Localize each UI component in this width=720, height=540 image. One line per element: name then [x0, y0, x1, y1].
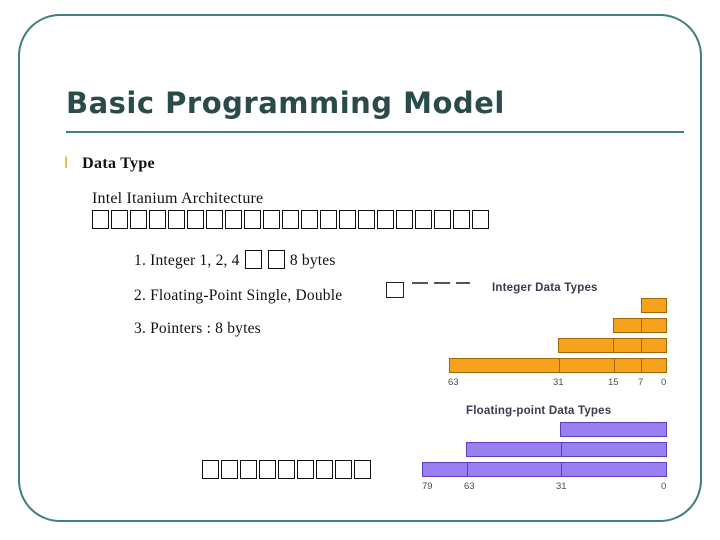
missing-glyph-icon — [358, 210, 375, 229]
float-bar-single — [560, 422, 667, 437]
subheading-architecture: Intel Itanium Architecture — [92, 190, 264, 207]
missing-glyph-icon — [377, 210, 394, 229]
list-item-text: 3. Pointers : 8 bytes — [134, 320, 261, 337]
dash-segment — [412, 282, 428, 284]
integer-bar-byte — [641, 298, 667, 313]
missing-glyph-row-bottom — [202, 460, 373, 479]
missing-glyph-icon — [202, 460, 219, 479]
integer-tick-7: 7 — [638, 377, 644, 388]
missing-glyph-icon — [111, 210, 128, 229]
float-tick-31: 31 — [556, 481, 567, 492]
page-title: Basic Programming Model — [66, 86, 505, 120]
missing-glyph-icon — [396, 210, 413, 229]
float-tick-0: 0 — [661, 481, 667, 492]
float-bar-extended — [422, 462, 667, 477]
missing-glyph-icon — [301, 210, 318, 229]
missing-glyph-icon — [244, 210, 261, 229]
missing-glyph-icon — [282, 210, 299, 229]
missing-glyph-icon — [278, 460, 295, 479]
data-types-diagram: Integer Data Types 63 31 15 7 0 Floating… — [408, 266, 698, 496]
integer-tick-15: 15 — [608, 377, 619, 388]
missing-glyph-icon — [339, 210, 356, 229]
floating-point-data-types-title: Floating-point Data Types — [466, 405, 612, 417]
dash-segment — [456, 282, 470, 284]
missing-glyph-icon — [415, 210, 432, 229]
missing-glyph-icon — [225, 210, 242, 229]
missing-glyph-icon — [316, 460, 333, 479]
missing-glyph-icon — [259, 460, 276, 479]
integer-tick-31: 31 — [553, 377, 564, 388]
list-item-text: 2. Floating-Point Single, Double — [134, 287, 343, 304]
slide-border — [18, 14, 702, 522]
integer-tick-0: 0 — [661, 377, 667, 388]
missing-glyph-icon — [149, 210, 166, 229]
list-item: 1. Integer 1, 2, 4 8 bytes — [134, 250, 336, 270]
integer-tick-63: 63 — [448, 377, 459, 388]
bullet-label: Data Type — [82, 155, 155, 172]
list-item: 3. Pointers : 8 bytes — [134, 320, 261, 338]
missing-glyph-icon — [267, 250, 285, 269]
integer-bar-word — [558, 338, 667, 353]
dash-segment — [434, 282, 450, 284]
missing-glyph-icon — [221, 460, 238, 479]
missing-glyph-icon — [434, 210, 451, 229]
missing-glyph-icon — [187, 210, 204, 229]
missing-glyph-icon — [92, 210, 109, 229]
missing-glyph-icon — [320, 210, 337, 229]
bullet-data-type: l Data Type — [64, 155, 624, 173]
missing-glyph-icon — [263, 210, 280, 229]
missing-glyph-icon — [297, 460, 314, 479]
missing-glyph-row-top — [92, 210, 491, 229]
missing-glyph-icon — [453, 210, 470, 229]
missing-glyph-icon — [206, 210, 223, 229]
list-item-text: 1. Integer 1, 2, 4 — [134, 252, 240, 269]
title-divider — [66, 131, 684, 133]
float-bar-double — [466, 442, 667, 457]
float-tick-79: 79 — [422, 481, 433, 492]
missing-glyph-icon — [335, 460, 352, 479]
integer-bar-double-word — [449, 358, 667, 373]
dashed-box-icon — [386, 282, 404, 298]
integer-bar-half-word — [613, 318, 667, 333]
float-tick-63: 63 — [464, 481, 475, 492]
missing-glyph-icon — [240, 460, 257, 479]
missing-glyph-icon — [168, 210, 185, 229]
missing-glyph-icon — [472, 210, 489, 229]
missing-glyph-icon — [244, 250, 262, 269]
missing-glyph-icon — [354, 460, 371, 479]
missing-glyph-icon — [130, 210, 147, 229]
list-item-text-cont: 8 bytes — [289, 252, 336, 269]
list-item: 2. Floating-Point Single, Double — [134, 287, 342, 305]
integer-data-types-title: Integer Data Types — [492, 282, 598, 294]
bullet-marker-icon: l — [64, 154, 69, 172]
